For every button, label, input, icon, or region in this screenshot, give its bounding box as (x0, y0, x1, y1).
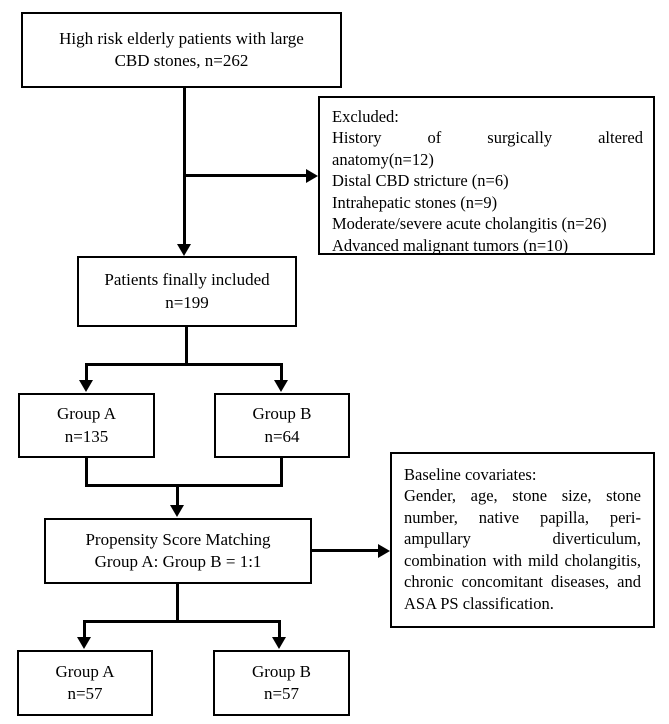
covariates-text: Baseline covariates: Gender, age, stone … (404, 464, 641, 614)
node-group-b-post-label: Group B (251, 661, 312, 681)
arrowhead-to-group-a-pre (79, 380, 93, 392)
connector-merge-to-matching (176, 484, 179, 506)
covariates-body: Gender, age, stone size, stone number, n… (404, 486, 641, 613)
connector-to-excluded (183, 174, 307, 177)
node-included-line1: Patients finally included (104, 270, 270, 290)
covariates-heading: Baseline covariates: (404, 465, 537, 484)
connector-group-a-pre-down (85, 458, 88, 486)
node-group-a-post-label: Group A (55, 661, 115, 681)
node-baseline-covariates: Baseline covariates: Gender, age, stone … (390, 452, 655, 628)
connector-matching-stem (176, 584, 179, 622)
node-group-a-post-count: n=57 (67, 684, 103, 703)
node-group-b-pre-label: Group B (252, 404, 312, 424)
arrowhead-to-excluded (306, 169, 318, 183)
connector-included-split-bar (85, 363, 283, 366)
connector-included-to-group-a (85, 363, 88, 381)
node-enrolled-line1: High risk elderly patients with large (59, 28, 304, 48)
node-enrolled-line2: CBD stones, n=262 (114, 51, 249, 70)
node-group-b-pre: Group B n=64 (214, 393, 350, 458)
connector-matching-to-group-a (83, 620, 86, 638)
node-included: Patients finally included n=199 (77, 256, 297, 327)
connector-to-covariates (312, 549, 379, 552)
node-group-b-pre-count: n=64 (264, 426, 300, 446)
excluded-item-4: Advanced malignant tumors (n=10) (332, 235, 569, 255)
excluded-item-3: Moderate/severe acute cholangitis (n=26) (332, 214, 607, 234)
arrowhead-to-matching (170, 505, 184, 517)
connector-included-stem (185, 327, 188, 365)
arrowhead-to-group-a-post (77, 637, 91, 649)
node-included-line2: n=199 (165, 292, 209, 312)
node-matching-line1: Propensity Score Matching (85, 529, 271, 549)
connector-merge-bar (85, 484, 283, 487)
excluded-item-0-head: History of surgically altered (332, 128, 643, 148)
connector-matching-split-bar (83, 620, 281, 623)
excluded-item-1: Distal CBD stricture (n=6) (332, 171, 509, 191)
node-group-b-post: Group B n=57 (213, 650, 350, 716)
node-group-a-pre-count: n=135 (64, 426, 109, 446)
arrowhead-to-group-b-pre (274, 380, 288, 392)
connector-enrolled-to-included (183, 88, 186, 245)
node-enrolled-cohort: High risk elderly patients with large CB… (21, 12, 342, 88)
node-excluded: Excluded: History of surgically altered … (318, 96, 655, 255)
node-propensity-score-matching: Propensity Score Matching Group A: Group… (44, 518, 312, 584)
excluded-item-0-tail: anatomy(n=12) (332, 149, 434, 169)
node-group-b-post-count: n=57 (263, 684, 300, 703)
excluded-item-2: Intrahepatic stones (n=9) (332, 192, 498, 212)
arrowhead-to-covariates (378, 544, 390, 558)
node-group-a-pre-label: Group A (56, 404, 117, 424)
connector-included-to-group-b (280, 363, 283, 381)
node-group-a-post: Group A n=57 (17, 650, 153, 716)
excluded-text: Excluded: History of surgically altered … (332, 106, 643, 256)
excluded-heading: Excluded: (332, 107, 399, 126)
node-group-a-pre: Group A n=135 (18, 393, 155, 458)
connector-group-b-pre-down (280, 457, 283, 486)
arrowhead-enrolled-to-included (177, 244, 191, 256)
connector-matching-to-group-b (278, 620, 281, 638)
node-matching-line2: Group A: Group B = 1:1 (94, 552, 262, 571)
arrowhead-to-group-b-post (272, 637, 286, 649)
